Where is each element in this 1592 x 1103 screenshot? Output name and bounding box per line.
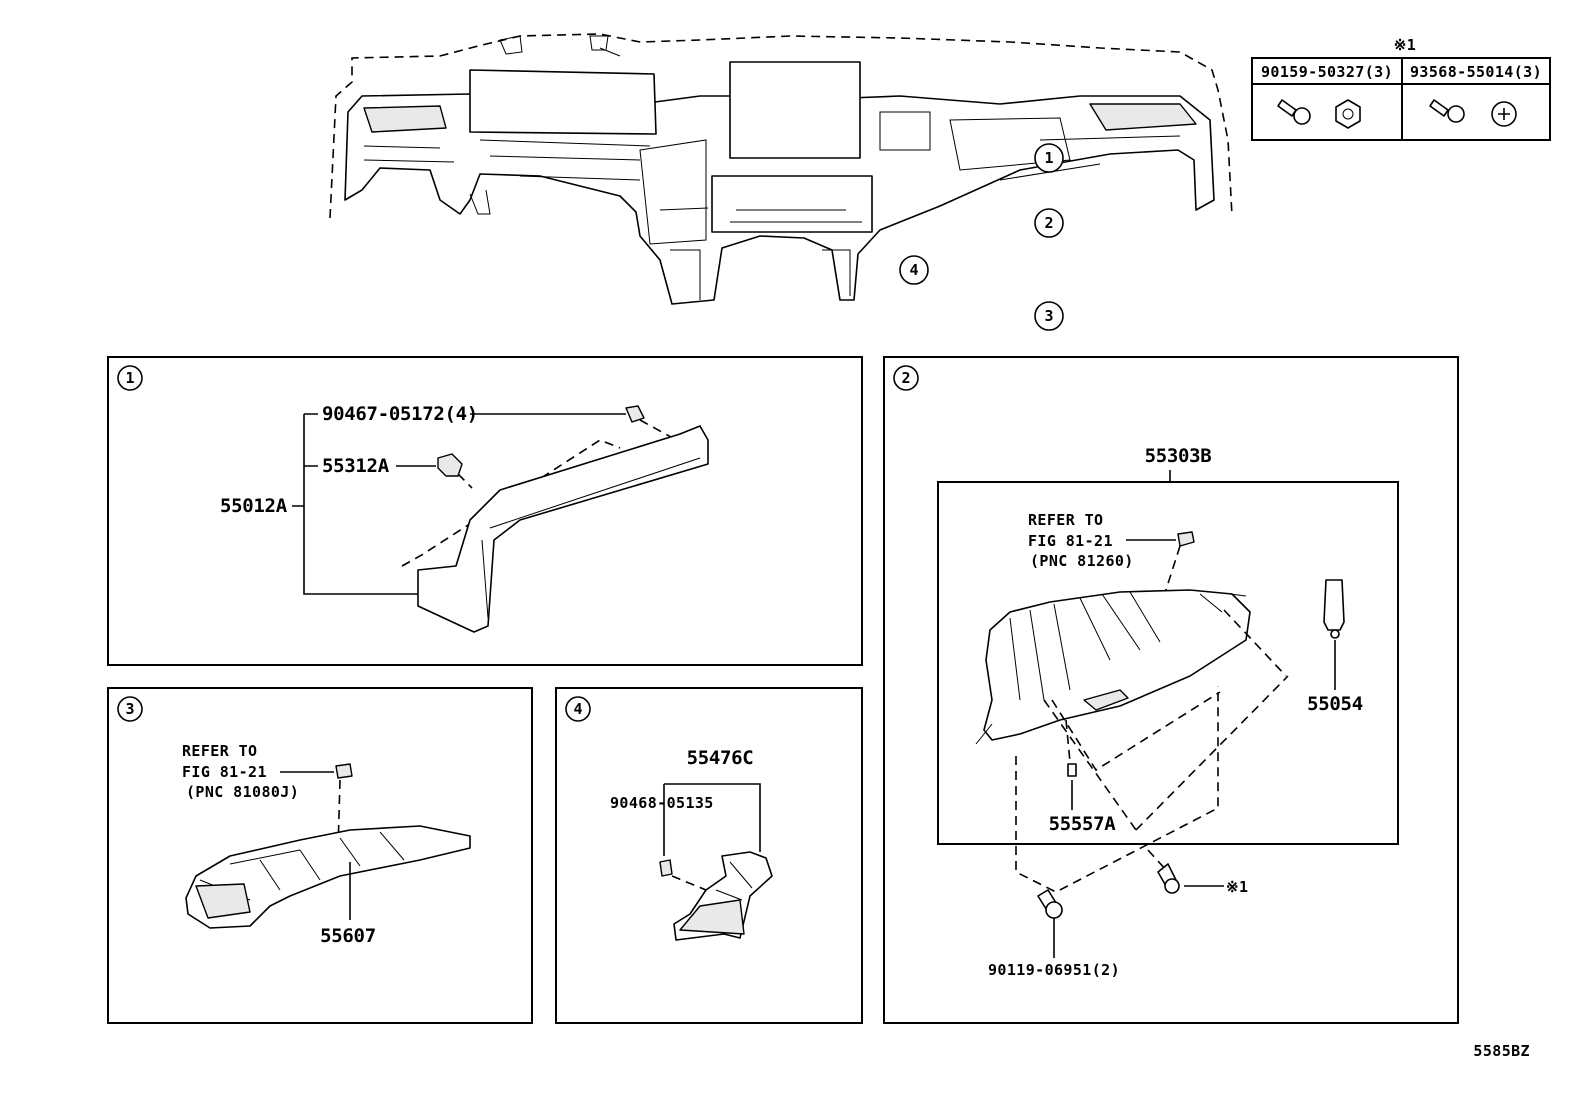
clip-55312A-icon xyxy=(437,453,463,477)
callout-number: 4 xyxy=(573,700,582,718)
panel-1: 1 90467-05172(4) 55312A 55012A xyxy=(107,356,863,666)
label-clip-90468: 90468-05135 xyxy=(610,794,714,812)
refer-text-line-3: (PNC 81080J) xyxy=(186,783,299,801)
callout-number: 2 xyxy=(1044,214,1053,232)
screw-note-1-icon xyxy=(1157,863,1180,894)
refer-text-line-2: FIG 81-21 xyxy=(1028,532,1113,550)
refer-text-line-1: REFER TO xyxy=(182,742,257,760)
glove-box-icon xyxy=(975,589,1289,831)
overview-callout-4[interactable]: 4 xyxy=(899,255,929,285)
glove-box-subassembly-frame xyxy=(937,481,1399,845)
hex-nut-icon xyxy=(1335,99,1361,129)
callout-number: 1 xyxy=(125,369,134,387)
label-stopper-55557A: 55557A xyxy=(1049,813,1117,835)
label-screw-90467: 90467-05172(4) xyxy=(322,403,478,425)
label-clip-55312A: 55312A xyxy=(322,455,390,477)
instrument-panel-overview xyxy=(329,33,1233,305)
bracket-55476C-icon xyxy=(673,851,773,941)
label-panel-55607: 55607 xyxy=(320,925,376,947)
panel-4-callout[interactable]: 4 xyxy=(565,696,591,722)
clip-icon xyxy=(1177,531,1195,547)
leader-ticks xyxy=(292,413,318,507)
clip-icon xyxy=(335,763,353,779)
label-cover-55012A: 55012A xyxy=(220,495,288,517)
callout-number: 2 xyxy=(901,369,910,387)
label-note-1: ※1 xyxy=(1226,878,1248,896)
panel-1-callout[interactable]: 1 xyxy=(117,365,143,391)
panel-3: 3 REFER TO FIG 81-21 (PNC 81080J) 55607 xyxy=(107,687,533,1024)
fastener-table: ※1 90159-50327(3) 93568-55014(3) xyxy=(1251,36,1551,141)
callout-number: 1 xyxy=(1044,149,1053,167)
table-note-symbol: ※1 xyxy=(1394,36,1416,54)
bolt-icon xyxy=(1277,99,1311,125)
bolt-90119-icon xyxy=(1037,889,1063,919)
phillips-screw-head-icon xyxy=(1491,101,1517,127)
damper-55054-icon xyxy=(1323,579,1345,639)
panel-4: 4 55476C 90468-05135 xyxy=(555,687,863,1024)
label-bracket-55476C: 55476C xyxy=(687,747,754,769)
overview-callout-2[interactable]: 2 xyxy=(1034,208,1064,238)
label-damper-55054: 55054 xyxy=(1307,693,1363,715)
refer-text-line-3: (PNC 81260) xyxy=(1030,552,1134,570)
dash-clip xyxy=(457,473,473,489)
panel-2-callout[interactable]: 2 xyxy=(893,365,919,391)
overview-callout-3[interactable]: 3 xyxy=(1034,301,1064,331)
callout-number: 3 xyxy=(1044,307,1053,325)
clip-90468-icon xyxy=(659,859,673,877)
refer-text-line-1: REFER TO xyxy=(1028,511,1103,529)
screw-icon xyxy=(1429,99,1465,123)
label-bolt-90119: 90119-06951(2) xyxy=(988,961,1120,979)
stopper-55557A-icon xyxy=(1067,763,1077,777)
fastener-number-1: 90159-50327(3) xyxy=(1261,63,1393,81)
cover-55012A-icon xyxy=(401,425,709,633)
fastener-number-2: 93568-55014(3) xyxy=(1410,63,1542,81)
overview-callout-1[interactable]: 1 xyxy=(1034,143,1064,173)
leader-bracket xyxy=(303,414,418,595)
callout-number: 3 xyxy=(125,700,134,718)
screw-90467-icon xyxy=(625,405,645,423)
diagram-code: 5585BZ xyxy=(1473,1042,1530,1060)
label-glove-box-55303B: 55303B xyxy=(1145,445,1212,467)
refer-text-line-2: FIG 81-21 xyxy=(182,763,267,781)
panel-55607-icon xyxy=(185,825,471,929)
panel-2: 2 55303B REFER TO FIG 81-21 (PNC 81260) … xyxy=(883,356,1459,1024)
callout-number: 4 xyxy=(909,261,918,279)
panel-3-callout[interactable]: 3 xyxy=(117,696,143,722)
